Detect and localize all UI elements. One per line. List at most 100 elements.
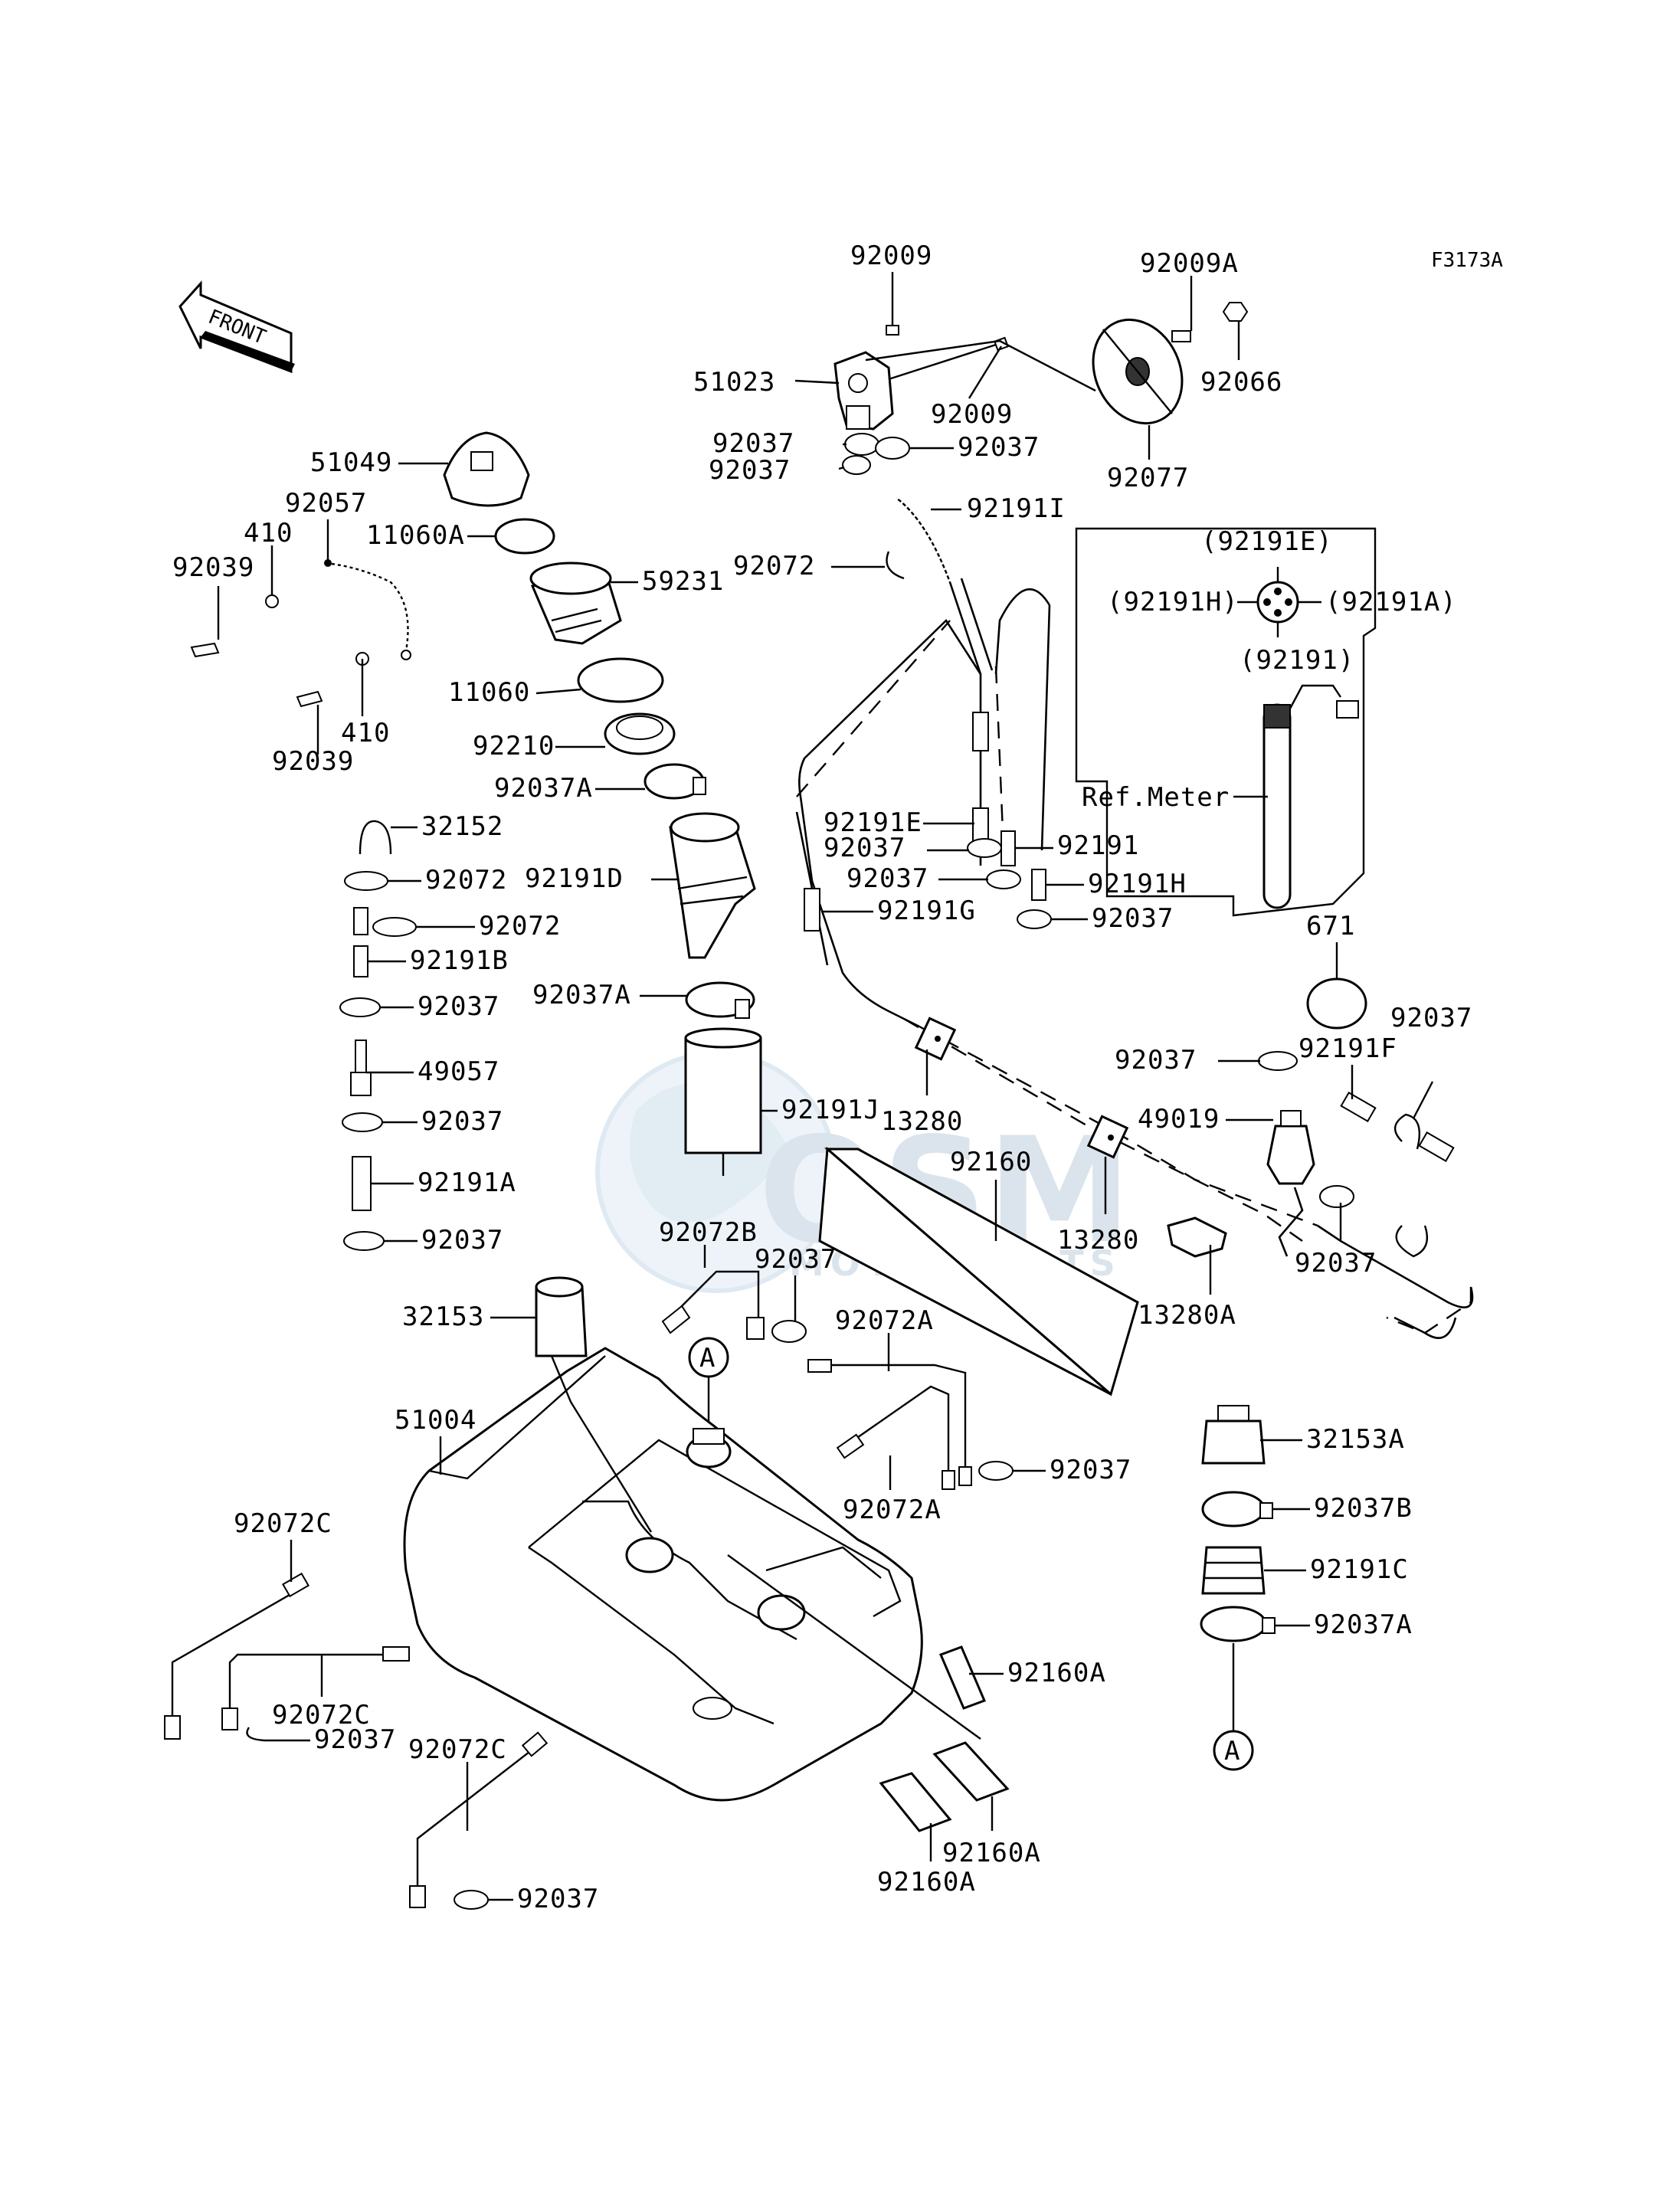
label-92210: 92210 (473, 731, 555, 761)
label-92191I: 92191I (967, 493, 1066, 524)
clamp-92037-b1 (246, 1727, 265, 1742)
clip-92072-l2 (372, 917, 417, 937)
label-92009-mid: 92009 (931, 399, 1013, 430)
label-49057: 49057 (418, 1056, 499, 1087)
label-92160A-a: 92160A (1007, 1658, 1106, 1688)
label-92160A-b: 92160A (942, 1838, 1041, 1868)
clamp-92037B (1201, 1491, 1273, 1527)
label-92191A: 92191A (418, 1167, 516, 1198)
label-92191C: 92191C (1310, 1554, 1409, 1585)
label-59231: 59231 (642, 566, 724, 597)
label-92191D: 92191D (525, 863, 624, 894)
label-51049: 51049 (310, 447, 392, 478)
label-92057: 92057 (285, 488, 367, 519)
strap-92072C-b (221, 1646, 410, 1730)
label-92037-m5: 92037 (1050, 1455, 1131, 1485)
clamp-92037-r3 (1319, 1185, 1354, 1208)
tube-32153 (535, 1276, 588, 1357)
strap-92072A (807, 1359, 972, 1490)
label-92037-b1: 92037 (314, 1724, 396, 1755)
hose-92191B (353, 945, 368, 977)
cap-32153A (1201, 1405, 1266, 1465)
fitting-49057 (350, 1040, 372, 1096)
screw-92009A (1171, 330, 1191, 342)
label-92037-m1: 92037 (824, 833, 905, 863)
dashed-right (1386, 1287, 1472, 1334)
label-92191H: 92191H (1088, 869, 1187, 899)
grommet-92191C (1201, 1546, 1266, 1595)
holder-13280A (1167, 1216, 1227, 1258)
hose-routing (795, 588, 1474, 1339)
label-32152: 32152 (421, 811, 503, 842)
fuel-valve-51023 (833, 351, 894, 431)
label-32153: 32153 (402, 1302, 484, 1332)
clamp-13280-a (914, 1017, 957, 1061)
label-92072A-a: 92072A (835, 1305, 934, 1336)
label-92037A-a: 92037A (494, 773, 593, 804)
label-92072-l2: 92072 (479, 911, 561, 941)
label-92037A-c: 92037A (1314, 1609, 1413, 1640)
clamp-92037-l1 (339, 997, 381, 1017)
clamp-92037-m1 (967, 838, 1002, 858)
screw-92039-b (296, 690, 323, 708)
label-410-b: 410 (341, 718, 390, 748)
valve-rod-2 (888, 343, 997, 381)
label-51023: 51023 (693, 367, 775, 398)
clamp-92037-r2 (1394, 1113, 1421, 1150)
strap-92072C-a (164, 1572, 309, 1740)
clamp-92037-l3 (343, 1231, 385, 1251)
inset-label-92191H: (92191H) (1107, 587, 1239, 617)
connector-a (972, 712, 989, 751)
fuel-tank-51004 (403, 1347, 981, 1802)
label-92160A-c: 92160A (877, 1867, 976, 1897)
label-92037-l1: 92037 (418, 991, 499, 1022)
strap-92072C-c (409, 1731, 549, 1908)
clip-92072-top (886, 551, 905, 580)
inset-label-92191: (92191) (1240, 645, 1354, 676)
leader-lines (217, 272, 1434, 1901)
clamp-92037-m2 (986, 869, 1021, 889)
label-92009-top: 92009 (850, 241, 932, 271)
label-92160: 92160 (950, 1147, 1032, 1177)
clamp-92037-m5 (978, 1461, 1014, 1481)
valve-rod (865, 339, 1096, 392)
label-51004: 51004 (395, 1405, 476, 1436)
filler-cap-51049 (443, 431, 530, 507)
hose-92191E (972, 807, 989, 843)
label-32153A: 32153A (1306, 1424, 1405, 1455)
label-13280-a: 13280 (881, 1106, 963, 1137)
label-92072C-a: 92072C (234, 1508, 332, 1539)
label-92077: 92077 (1107, 463, 1189, 493)
clamp-92037A-a (644, 763, 706, 800)
hose-92191F (1340, 1091, 1377, 1123)
hose-92191G (804, 888, 820, 932)
strap-92072B (661, 1270, 765, 1340)
hose-92191A-left (352, 1156, 372, 1211)
label-92037-m3: 92037 (1092, 903, 1174, 934)
filter-hose (1278, 1187, 1304, 1257)
label-410-a: 410 (244, 518, 293, 548)
label-92072C-b: 92072C (272, 1700, 371, 1730)
screw-92039-a (190, 642, 220, 658)
inset-label-92191E: (92191E) (1201, 526, 1333, 557)
label-92191B: 92191B (410, 945, 509, 976)
bolt-92009-top (886, 306, 899, 336)
clamp-92037A-c (1200, 1606, 1276, 1642)
clamp-92037-r1 (1258, 1051, 1298, 1071)
clamp-right-lower (1395, 1225, 1429, 1258)
label-92009A: 92009A (1140, 248, 1239, 279)
label-92037-c: 92037 (709, 455, 791, 486)
cap-32152 (359, 820, 392, 855)
part-labels: 92009 92009A 92066 51023 92009 92037 920… (172, 241, 1472, 1914)
label-92037-l3: 92037 (421, 1225, 503, 1256)
label-92072-l1: 92072 (425, 865, 507, 895)
filler-neck-59231 (529, 562, 622, 645)
circle-ref-a-tank-text: A (699, 1343, 716, 1374)
clamp-13280-b (1086, 1115, 1129, 1159)
label-92039-a: 92039 (172, 552, 254, 583)
pad-92160A-b (932, 1741, 1010, 1802)
oring-11060 (577, 657, 664, 703)
pad-92160A-c (879, 1772, 952, 1832)
label-13280-b: 13280 (1057, 1225, 1139, 1256)
washer-410-a (265, 594, 279, 608)
